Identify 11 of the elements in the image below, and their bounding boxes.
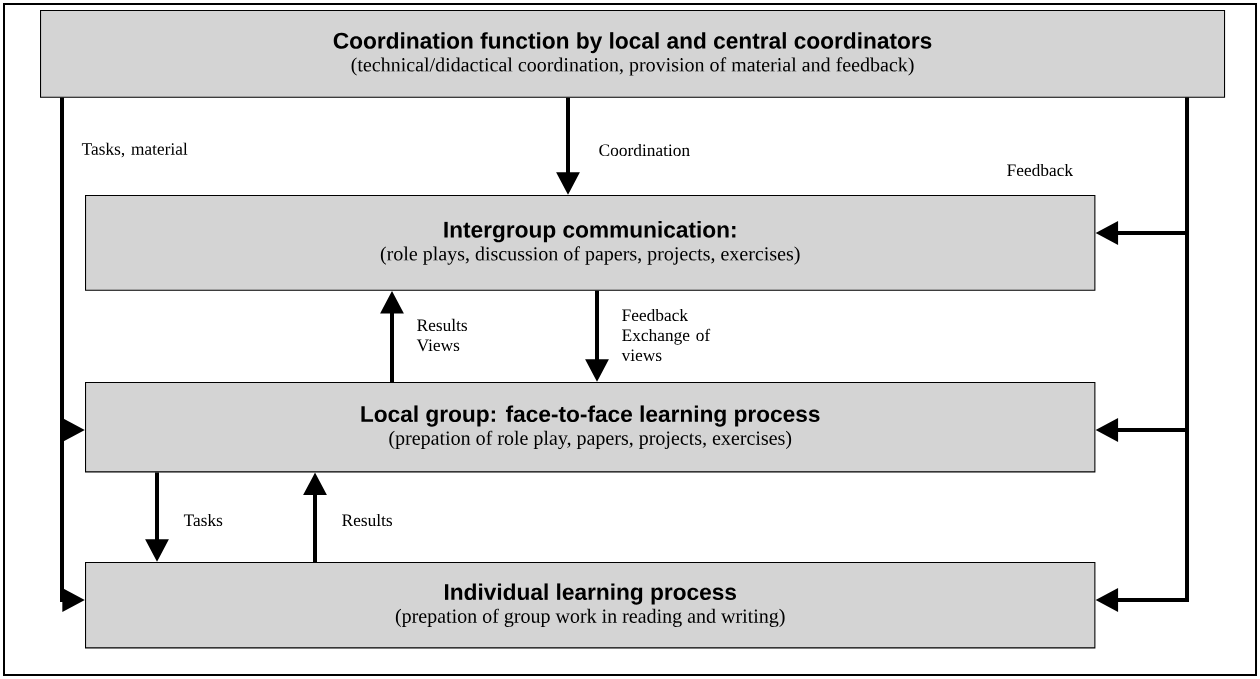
edge-label: Tasks — [183, 513, 223, 527]
process-box: Coordination function by local and central coordinators (technical/didactical coordination, provision of material and feedback) — [40, 10, 1226, 98]
edge-label: Feedback Exchange of views — [621, 308, 711, 362]
process-box: Local group: face-to-face learning process (prepation of role play, papers, projects, exercises) — [85, 382, 1096, 473]
process-box: Individual learning process (prepation of group work in reading and writing) — [85, 562, 1096, 649]
edge-label: Coordination — [599, 143, 690, 157]
edge-label: Results Views — [416, 318, 468, 352]
process-box: Intergroup communication: (role plays, discussion of papers, projects, exercises) — [85, 195, 1096, 291]
edge-label: Tasks, material — [81, 142, 188, 158]
edge-label: Results — [342, 513, 393, 527]
edge-label: Feedback — [1007, 163, 1074, 177]
